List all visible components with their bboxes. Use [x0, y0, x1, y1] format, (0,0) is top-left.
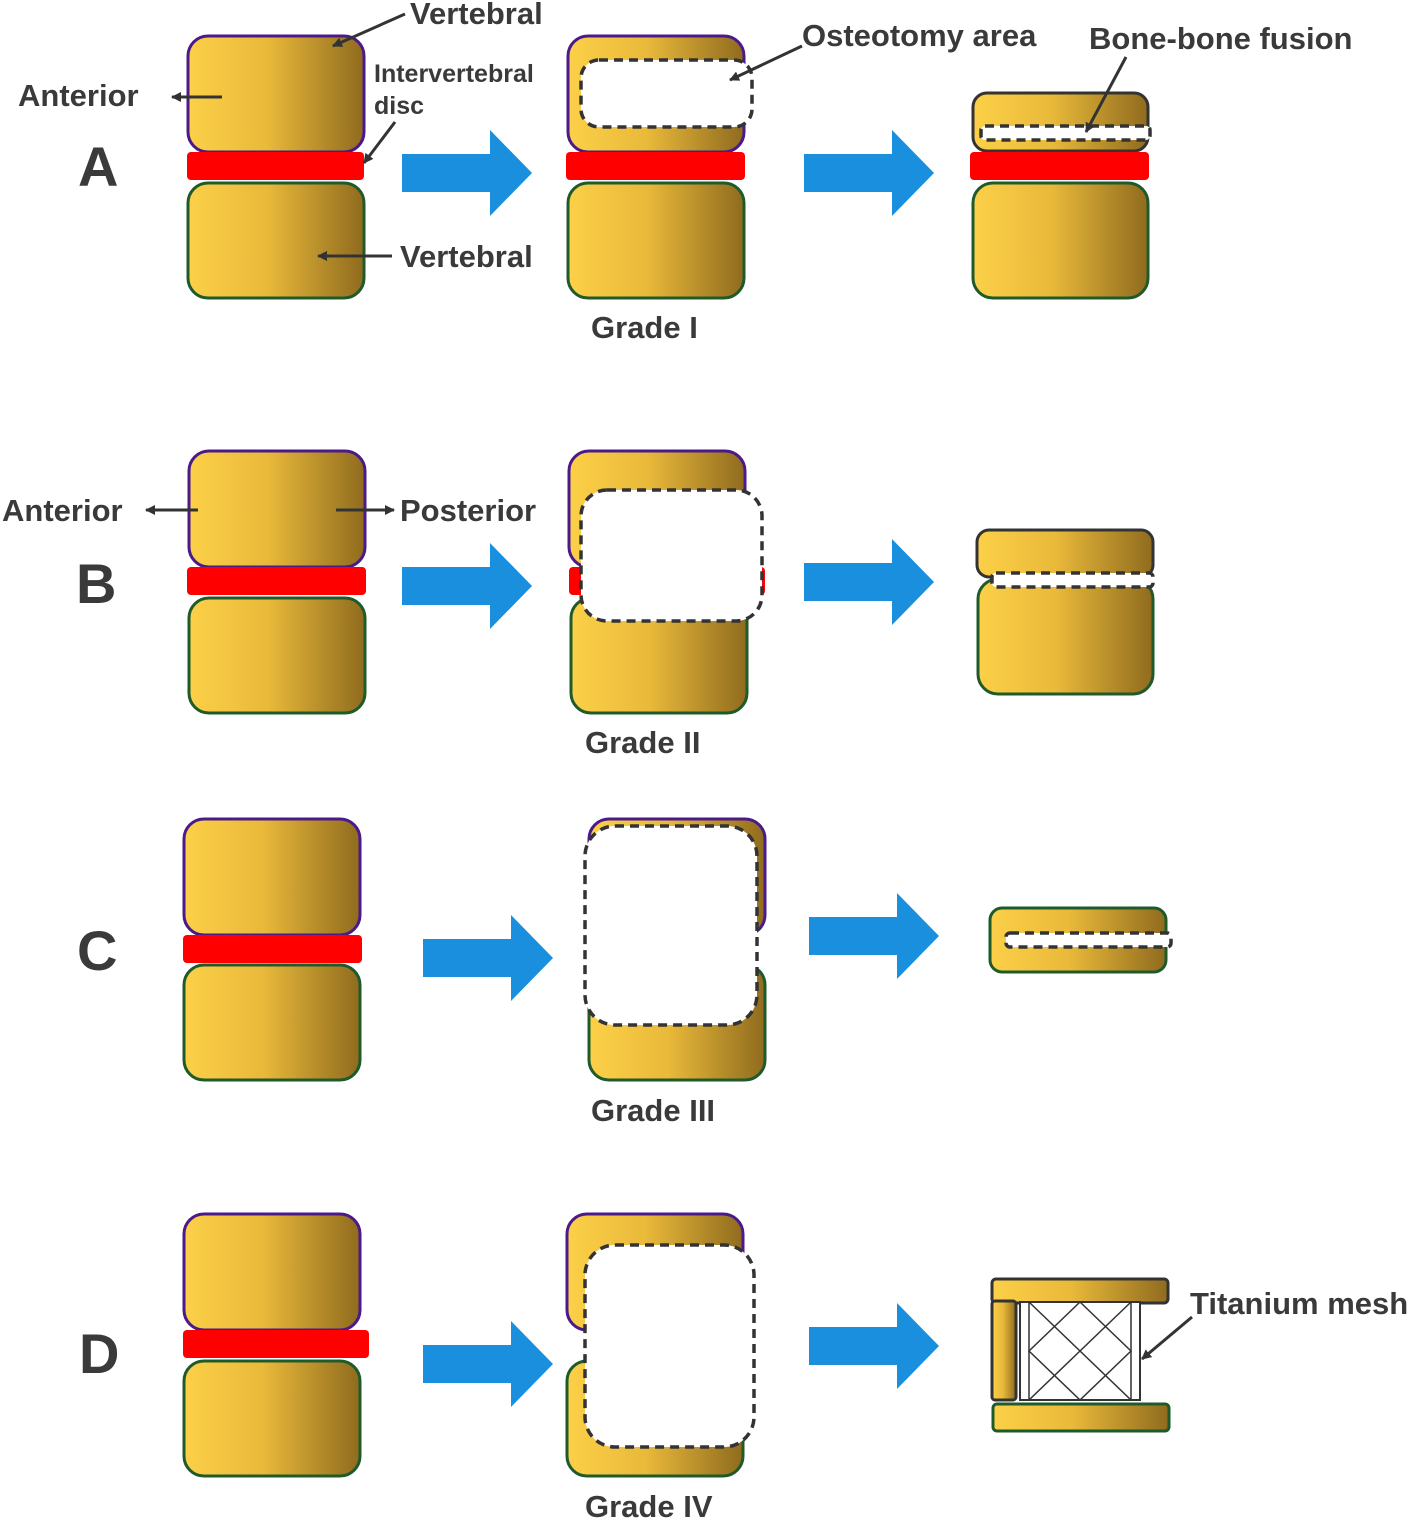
grade-label-b: Grade II: [585, 725, 700, 760]
process-arrow: [402, 543, 532, 629]
label-osteotomy-area: Osteotomy area: [802, 18, 1037, 53]
lower-vertebra: [186, 181, 366, 300]
osteotomy-area: [583, 824, 759, 1027]
grade-2-segment: [567, 449, 765, 715]
pointer-vertebral-top: [332, 12, 406, 48]
result-d-segment: [990, 1277, 1171, 1433]
osteotomy-area: [583, 1243, 756, 1449]
fusion-line: [990, 571, 1155, 589]
pointer-osteotomy-area: [729, 44, 803, 82]
row-b: B Anterior Posterior Grade II: [2, 449, 1155, 760]
pointer-titanium-mesh: [1141, 1315, 1193, 1361]
intervertebral-disc: [183, 1330, 369, 1358]
intervertebral-disc: [187, 152, 364, 180]
lower-vertebra: [566, 181, 746, 300]
normal-segment-d: [182, 1212, 369, 1478]
row-a: A Vertebral Anterior Intervertebral disc…: [18, 0, 1352, 345]
fusion-line: [979, 124, 1152, 142]
anterior-bone-strut: [990, 1299, 1018, 1402]
result-c-segment: [988, 906, 1173, 974]
label-vertebral-top: Vertebral: [410, 0, 543, 31]
normal-segment-a: [186, 34, 366, 300]
normal-segment-b: [187, 449, 367, 715]
label-intervertebral-line2: disc: [374, 92, 424, 120]
intervertebral-disc: [183, 935, 362, 963]
process-arrow: [809, 893, 939, 979]
grade-4-segment: [565, 1212, 756, 1478]
osteotomy-area: [579, 58, 754, 129]
row-letter-b: B: [76, 552, 116, 615]
process-arrow: [402, 130, 532, 216]
lower-endplate-remnant: [991, 1402, 1171, 1433]
intervertebral-disc: [970, 152, 1149, 180]
result-b-segment: [975, 528, 1155, 696]
upper-endplate-remnant: [990, 1277, 1170, 1305]
intervertebral-disc: [187, 567, 366, 595]
upper-vertebra: [186, 34, 366, 154]
process-arrow: [423, 915, 553, 1001]
label-anterior-b: Anterior: [2, 493, 123, 528]
grade-3-segment: [583, 817, 767, 1082]
lower-vertebra: [187, 596, 367, 715]
process-arrow: [423, 1321, 553, 1407]
fused-vertebra-remnant: [975, 528, 1155, 579]
lower-vertebra: [182, 1359, 362, 1478]
label-anterior-a: Anterior: [18, 78, 139, 113]
row-letter-c: C: [77, 919, 117, 982]
row-c: C Grade III: [77, 817, 1173, 1128]
label-vertebral-bottom: Vertebral: [400, 239, 533, 274]
titanium-mesh-cage: [1019, 1300, 1141, 1402]
grade-1-segment: [566, 34, 754, 300]
result-a-segment: [970, 91, 1152, 300]
process-arrow: [804, 130, 934, 216]
lower-vertebra: [182, 963, 362, 1082]
pointer-bone-fusion: [1084, 56, 1128, 133]
upper-vertebra: [182, 817, 362, 937]
row-d: D Grade IV Titanium mesh: [79, 1212, 1408, 1519]
label-bone-bone-fusion: Bone-bone fusion: [1089, 21, 1352, 56]
process-arrow: [809, 1303, 939, 1389]
pointer-disc: [362, 121, 397, 164]
upper-vertebra: [182, 1212, 362, 1332]
osteotomy-area: [579, 488, 764, 623]
lower-vertebra: [971, 181, 1150, 300]
lower-vertebra: [976, 577, 1155, 696]
process-arrow: [804, 539, 934, 625]
normal-segment-c: [182, 817, 362, 1082]
row-letter-d: D: [79, 1322, 119, 1385]
fusion-line: [1004, 931, 1173, 949]
intervertebral-disc: [566, 152, 745, 180]
grade-label-d: Grade IV: [585, 1489, 713, 1519]
grade-label-c: Grade III: [591, 1093, 715, 1128]
row-letter-a: A: [78, 135, 118, 198]
grade-label-a: Grade I: [591, 310, 698, 345]
label-posterior-b: Posterior: [400, 493, 536, 528]
mesh-cross-wires: [1027, 1300, 1133, 1402]
label-intervertebral-line1: Intervertebral: [374, 60, 534, 88]
label-titanium-mesh: Titanium mesh: [1190, 1286, 1408, 1321]
fused-vertebra-remnant: [971, 91, 1150, 153]
